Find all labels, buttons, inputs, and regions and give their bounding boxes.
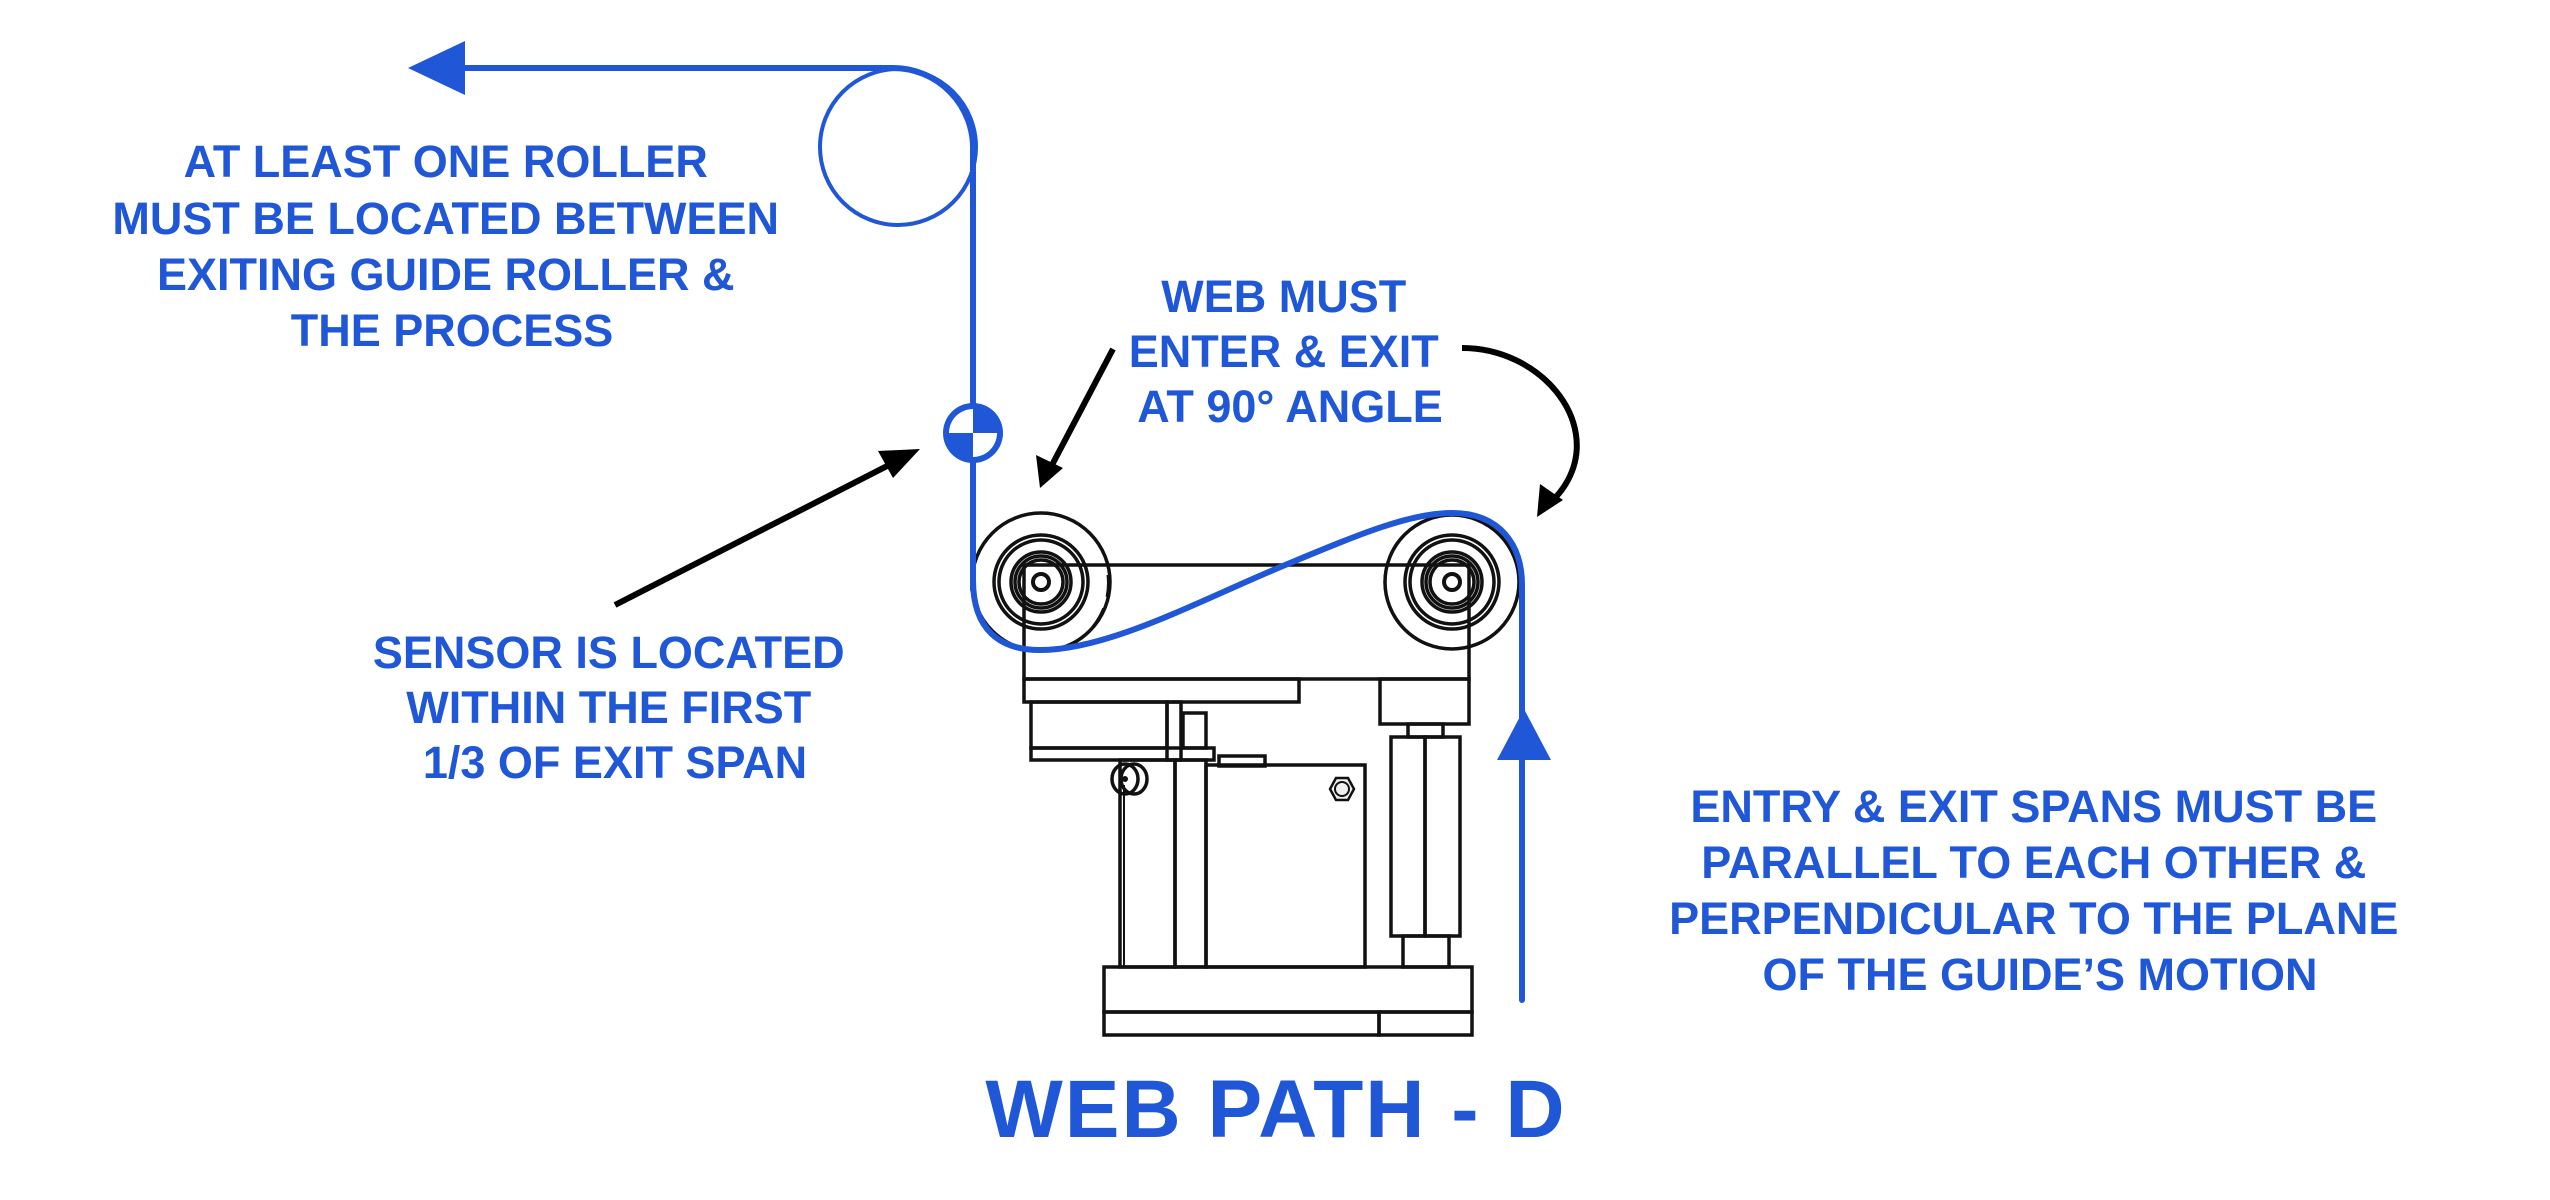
base-strip-right — [1377, 1010, 1474, 1037]
exit-angle-callout-arrow — [1461, 345, 1580, 517]
spans-note-line: PERPENDICULAR TO THE PLANE — [1669, 893, 2398, 944]
spans-note-line: PARALLEL TO EACH OTHER & — [1701, 837, 2366, 888]
right-mount-block — [1378, 677, 1471, 726]
web-exit-span — [462, 65, 977, 593]
roller-note: AT LEAST ONE ROLLER MUST BE LOCATED BETW… — [112, 136, 791, 356]
base-plate — [1102, 965, 1474, 1014]
web-path — [408, 41, 1551, 1003]
base-strip-left — [1102, 1010, 1381, 1037]
right-axle-hole — [1442, 572, 1462, 592]
angle-note-line: AT 90° ANGLE — [1137, 381, 1443, 432]
motor-flange — [1029, 746, 1216, 762]
lower-left-plate — [1022, 677, 1301, 704]
cylinder-rod — [1401, 934, 1451, 969]
guide-post — [1173, 758, 1208, 969]
motor-post-light — [1165, 700, 1183, 762]
sensor-target-icon — [943, 403, 1003, 463]
roller-note-line: THE PROCESS — [291, 305, 614, 356]
cylinder-body-left — [1389, 735, 1427, 938]
sensor-note-line: SENSOR IS LOCATED — [373, 627, 845, 678]
spans-note: ENTRY & EXIT SPANS MUST BE PARALLEL TO E… — [1669, 781, 2411, 1000]
entry-angle-callout-arrow — [1036, 347, 1116, 488]
sensor-note: SENSOR IS LOCATED WITHIN THE FIRST 1/3 O… — [373, 627, 857, 788]
motor-post-upper — [1181, 711, 1208, 750]
motor-housing — [1029, 700, 1169, 750]
hex-nut — [1328, 776, 1356, 802]
sensor-note-line: 1/3 OF EXIT SPAN — [423, 737, 807, 788]
hidden-roller-right — [1383, 569, 1453, 651]
cylinder-connector — [1406, 722, 1445, 739]
left-axle-hole — [1031, 572, 1051, 592]
spans-note-line: ENTRY & EXIT SPANS MUST BE — [1690, 781, 2377, 832]
roller-note-line: AT LEAST ONE ROLLER — [184, 136, 708, 187]
angle-note-line: ENTER & EXIT — [1129, 326, 1439, 377]
sensor-callout-arrow — [613, 449, 920, 608]
diagram-title: WEB PATH - D — [985, 1064, 1566, 1155]
web-exit-arrow-icon — [408, 41, 465, 95]
small-pulley — [1110, 762, 1149, 796]
roller-note-line: EXITING GUIDE ROLLER & — [157, 249, 735, 300]
roller-note-line: MUST BE LOCATED BETWEEN — [112, 193, 779, 244]
web-guide-machine — [970, 511, 1521, 1037]
spans-note-line: OF THE GUIDE’S MOTION — [1762, 949, 2317, 1000]
sensor-note-line: WITHIN THE FIRST — [406, 682, 811, 733]
web-guide-wrap — [970, 509, 1525, 1003]
angle-note-line: WEB MUST — [1161, 271, 1406, 322]
hidden-roller-left — [1069, 574, 1110, 647]
web-entry-arrow-icon — [1497, 709, 1551, 760]
angle-note: WEB MUST ENTER & EXIT AT 90° ANGLE — [1129, 271, 1452, 432]
cylinder-body-right — [1423, 735, 1462, 938]
